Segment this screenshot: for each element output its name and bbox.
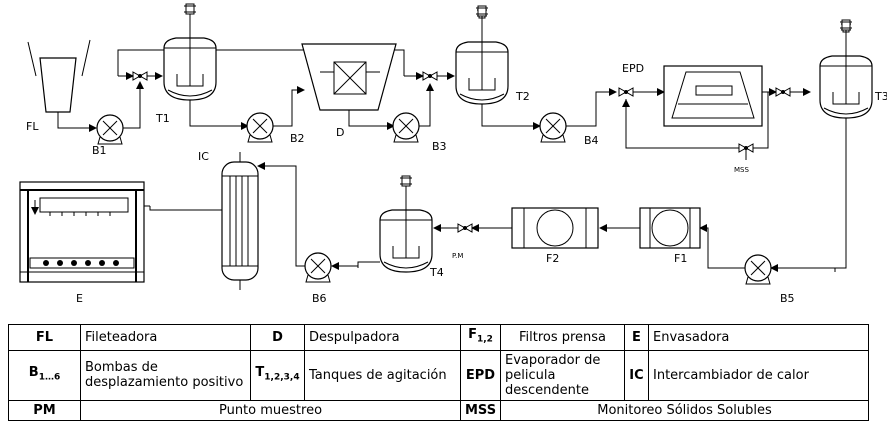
filtro-f1 [639,207,701,249]
legend-code: F1,2 [460,324,501,351]
legend-desc: Bombas de desplazamiento positivo [80,349,251,401]
tank-t3 [819,19,873,119]
label-b6: B6 [312,292,327,305]
legend-desc: Evaporador de pelicula descendente [500,349,625,401]
legend-desc: Envasadora [648,324,869,351]
valve-v2 [422,71,438,81]
pump-b3 [392,112,420,143]
legend-desc: Fileteadora [80,324,251,351]
pump-b6 [304,252,332,283]
legend-code: EPD [460,349,501,401]
fileteadora [27,39,97,132]
label-f2: F2 [546,252,559,265]
valve-v4 [775,87,791,97]
legend-row: B1…6 Bombas de desplazamiento positivo T… [8,349,869,401]
label-pm: P.M [452,252,463,260]
legend-code: T1,2,3,4 [250,349,305,401]
intercambiador-ic [221,152,259,290]
label-t1: T1 [155,112,170,125]
label-e: E [76,292,83,305]
legend-code: E [624,324,649,351]
tank-t4 [379,175,433,273]
label-b4: B4 [584,134,599,147]
tank-t1 [163,3,217,101]
label-mss: MSS [734,166,749,174]
legend-table: FL Fileteadora D Despulpadora F1,2 Filtr… [8,324,869,421]
valve-v3 [618,87,634,97]
legend-code: IC [624,349,649,401]
legend-code: MSS [460,399,501,421]
label-b5: B5 [780,292,795,305]
legend-desc: Intercambiador de calor [648,349,869,401]
pump-b4 [539,112,567,143]
evaporador-epd [663,65,763,127]
process-flow-diagram: FL B1 T1 B2 D B3 T2 B4 [19,3,887,305]
legend-code: D [250,324,305,351]
label-b1: B1 [92,144,107,157]
label-d: D [336,126,344,139]
label-t2: T2 [515,90,530,103]
pump-b5 [744,254,772,285]
legend-code: B1…6 [8,349,81,401]
legend-code: PM [8,399,81,421]
label-ic: IC [198,150,209,163]
legend-code: FL [8,324,81,351]
label-b2: B2 [290,132,305,145]
legend-desc: Tanques de agitación [304,349,461,401]
legend-row: FL Fileteadora D Despulpadora F1,2 Filtr… [8,324,869,351]
despulpadora [301,43,397,111]
label-t3: T3 [874,90,887,103]
valve-v1 [132,71,148,81]
envasadora [19,181,145,283]
legend-row: PM Punto muestreo MSS Monitoreo Sólidos … [8,399,869,421]
tank-t2 [455,5,509,105]
valve-pm [457,223,473,233]
legend-desc: Filtros prensa [500,324,625,351]
pump-b1 [96,114,124,145]
legend-desc: Monitoreo Sólidos Solubles [500,399,869,421]
label-f1: F1 [674,252,687,265]
legend-desc: Despulpadora [304,324,461,351]
legend-desc: Punto muestreo [80,399,461,421]
filtro-f2 [511,207,599,249]
label-t4: T4 [429,266,444,279]
label-fl: FL [26,120,39,133]
label-b3: B3 [432,140,447,153]
pump-b2 [246,112,274,143]
label-epd: EPD [622,62,644,75]
